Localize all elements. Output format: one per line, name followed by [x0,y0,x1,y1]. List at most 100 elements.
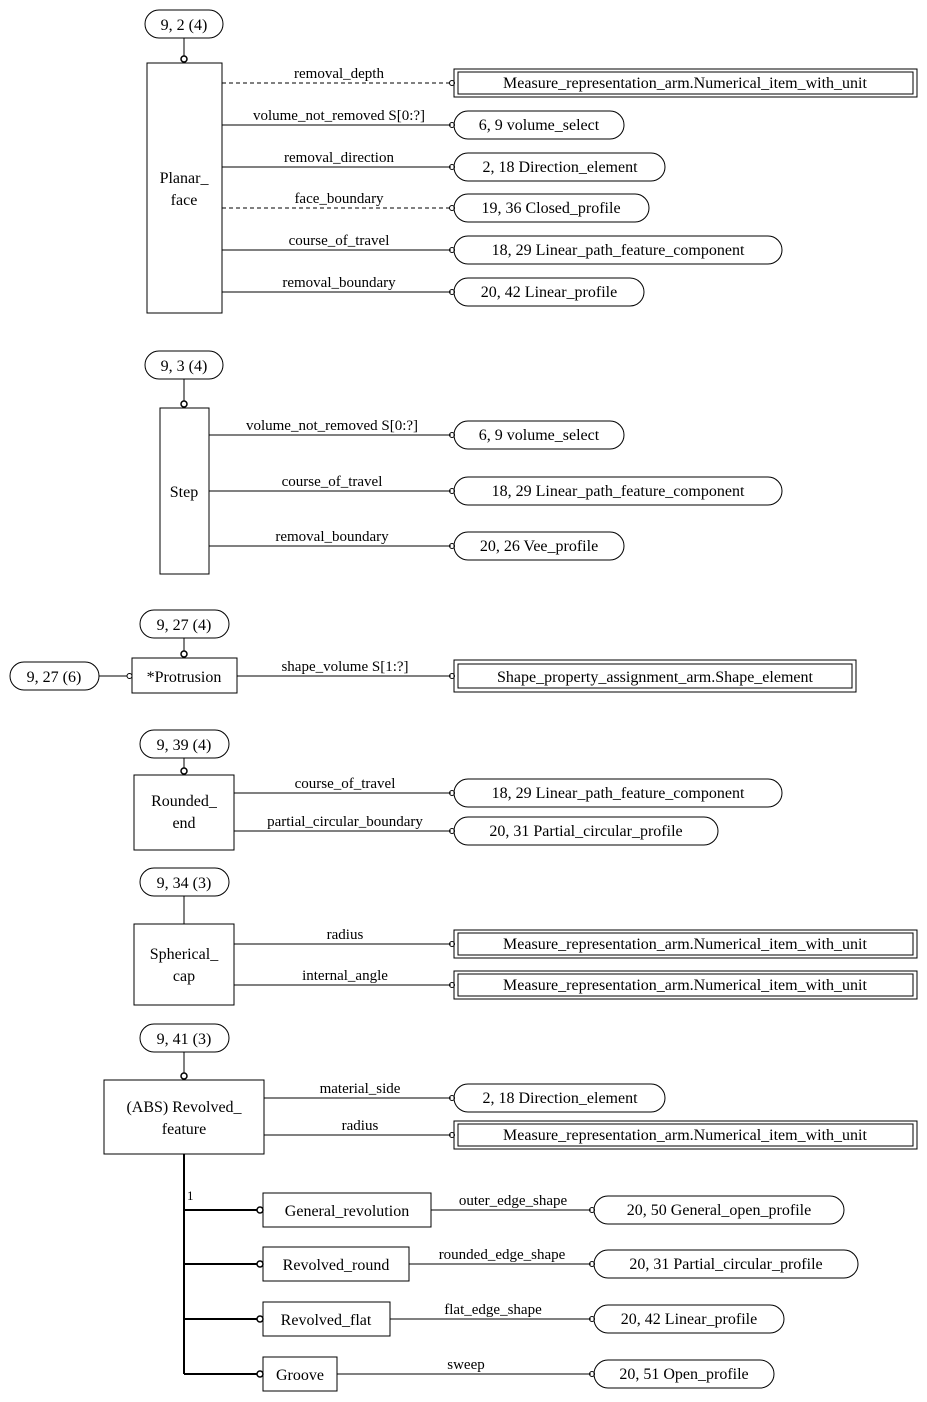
page-ref-label: 9, 3 (4) [161,358,208,375]
planar-face-group: 9, 2 (4) Planar_ face removal_depth Meas… [144,9,918,314]
entity-step[interactable]: Step [159,407,210,575]
entity-revolved-flat[interactable]: Revolved_flat [262,1301,391,1337]
attr-volume-not-removed: volume_not_removed S[0:?] [246,418,418,434]
target-numerical-item-4[interactable]: Measure_representation_arm.Numerical_ite… [453,1120,918,1150]
attr-removal-direction: removal_direction [284,150,394,166]
attr-internal-angle: internal_angle [302,968,388,984]
attr-volume-not-removed: volume_not_removed S[0:?] [253,108,425,124]
subtype-cardinality: 1 [187,1188,194,1203]
target-label: 20, 51 Open_profile [619,1366,748,1383]
page-ref-9-27-4[interactable]: 9, 27 (4) [139,609,230,639]
page-ref-9-41-3[interactable]: 9, 41 (3) [139,1023,230,1053]
target-numerical-item-1[interactable]: Measure_representation_arm.Numerical_ite… [453,68,918,98]
entity-revolved-feature[interactable]: (ABS) Revolved_ feature [103,1079,265,1155]
target-shape-element[interactable]: Shape_property_assignment_arm.Shape_elem… [453,659,857,693]
entity-label-line2: cap [173,968,195,985]
target-label: Measure_representation_arm.Numerical_ite… [503,75,867,92]
target-label: Measure_representation_arm.Numerical_ite… [503,977,867,994]
attr-removal-boundary: removal_boundary [275,529,389,545]
page-ref-label: 9, 27 (6) [27,669,82,686]
page-ref-9-34-3[interactable]: 9, 34 (3) [139,867,230,897]
target-label: 6, 9 volume_select [479,117,600,134]
attr-radius: radius [327,927,364,943]
attr-sweep: sweep [447,1357,485,1373]
attr-outer-edge-shape: outer_edge_shape [459,1193,568,1209]
entity-planar-face[interactable]: Planar_ face [146,62,223,314]
target-label: 18, 29 Linear_path_feature_component [492,483,745,500]
target-direction-element-1[interactable]: 2, 18 Direction_element [453,152,666,182]
target-label: 18, 29 Linear_path_feature_component [492,242,745,259]
entity-label: *Protrusion [147,669,222,686]
target-label: 20, 42 Linear_profile [481,284,617,301]
target-direction-element-2[interactable]: 2, 18 Direction_element [453,1083,666,1113]
target-partial-circular-profile-1[interactable]: 20, 31 Partial_circular_profile [453,816,719,846]
target-label: 20, 42 Linear_profile [621,1311,757,1328]
entity-protrusion[interactable]: *Protrusion [131,657,238,694]
entity-general-revolution[interactable]: General_revolution [262,1192,432,1228]
entity-label-line2: face [171,192,198,209]
target-closed-profile[interactable]: 19, 36 Closed_profile [453,193,650,223]
target-volume-select-1[interactable]: 6, 9 volume_select [453,110,625,140]
entity-label: General_revolution [285,1203,409,1220]
page-ref-9-39-4[interactable]: 9, 39 (4) [139,729,230,759]
attr-course-of-travel: course_of_travel [289,233,390,249]
entity-label-line2: end [172,815,195,832]
entity-label: Step [170,484,198,501]
page-ref-9-27-6[interactable]: 9, 27 (6) [9,661,100,691]
attr-removal-depth: removal_depth [294,66,384,82]
page-ref-label: 9, 39 (4) [157,737,212,754]
target-open-profile[interactable]: 20, 51 Open_profile [593,1359,775,1389]
target-partial-circular-profile-2[interactable]: 20, 31 Partial_circular_profile [593,1249,859,1279]
target-label: Shape_property_assignment_arm.Shape_elem… [497,669,813,686]
target-label: 20, 31 Partial_circular_profile [629,1256,822,1273]
target-vee-profile[interactable]: 20, 26 Vee_profile [453,531,625,561]
target-label: 2, 18 Direction_element [482,1090,638,1107]
target-linear-path-3[interactable]: 18, 29 Linear_path_feature_component [453,778,783,808]
protrusion-group: 9, 27 (4) *Protrusion 9, 27 (6) shape_vo… [9,609,857,694]
entity-label-line1: (ABS) Revolved_ [126,1099,242,1116]
revolved-feature-group: 9, 41 (3) (ABS) Revolved_ feature materi… [103,1023,918,1392]
target-label: Measure_representation_arm.Numerical_ite… [503,936,867,953]
target-linear-profile-1[interactable]: 20, 42 Linear_profile [453,277,645,307]
target-label: 20, 50 General_open_profile [627,1202,811,1219]
attr-face-boundary: face_boundary [294,191,384,207]
target-volume-select-2[interactable]: 6, 9 volume_select [453,420,625,450]
page-ref-9-3-4[interactable]: 9, 3 (4) [144,350,224,380]
page-ref-label: 9, 2 (4) [161,17,208,34]
attr-material-side: material_side [320,1081,401,1097]
target-label: 20, 26 Vee_profile [480,538,598,555]
entity-revolved-round[interactable]: Revolved_round [262,1246,410,1282]
entity-label: Revolved_flat [281,1312,372,1329]
entity-groove[interactable]: Groove [262,1356,338,1392]
target-label: 2, 18 Direction_element [482,159,638,176]
target-linear-path-1[interactable]: 18, 29 Linear_path_feature_component [453,235,783,265]
attr-partial-circular-boundary: partial_circular_boundary [267,814,423,830]
target-linear-path-2[interactable]: 18, 29 Linear_path_feature_component [453,476,783,506]
target-linear-profile-2[interactable]: 20, 42 Linear_profile [593,1304,785,1334]
step-group: 9, 3 (4) Step volume_not_removed S[0:?] … [144,350,783,575]
target-label: 18, 29 Linear_path_feature_component [492,785,745,802]
page-ref-label: 9, 41 (3) [157,1031,212,1048]
entity-spherical-cap[interactable]: Spherical_ cap [133,923,235,1006]
spherical-cap-group: 9, 34 (3) Spherical_ cap radius Measure_… [133,867,918,1006]
entity-label: Revolved_round [283,1257,390,1274]
target-general-open-profile[interactable]: 20, 50 General_open_profile [593,1195,845,1225]
target-label: 19, 36 Closed_profile [481,200,620,217]
entity-label-line1: Spherical_ [150,946,219,963]
page-ref-label: 9, 34 (3) [157,875,212,892]
target-label: 20, 31 Partial_circular_profile [489,823,682,840]
attr-course-of-travel: course_of_travel [295,776,396,792]
entity-label-line2: feature [162,1121,206,1138]
attr-shape-volume: shape_volume S[1:?] [281,659,408,675]
entity-label-line1: Rounded_ [151,793,218,810]
target-label: Measure_representation_arm.Numerical_ite… [503,1127,867,1144]
attr-radius: radius [342,1118,379,1134]
target-numerical-item-2[interactable]: Measure_representation_arm.Numerical_ite… [453,929,918,959]
entity-label: Groove [276,1367,324,1384]
target-numerical-item-3[interactable]: Measure_representation_arm.Numerical_ite… [453,970,918,1000]
entity-rounded-end[interactable]: Rounded_ end [133,774,235,851]
page-ref-9-2-4[interactable]: 9, 2 (4) [144,9,224,39]
attr-rounded-edge-shape: rounded_edge_shape [439,1247,566,1263]
attr-course-of-travel: course_of_travel [282,474,383,490]
